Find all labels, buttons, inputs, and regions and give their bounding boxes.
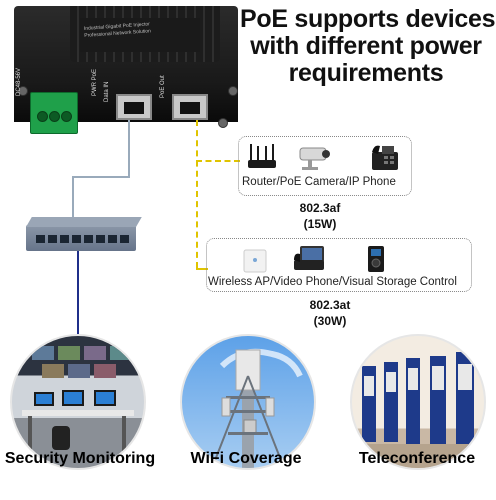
poe-out-port-socket xyxy=(180,102,200,114)
switch-port-3 xyxy=(60,235,69,243)
power-terminal-block[interactable] xyxy=(30,92,78,134)
video-phone-icon xyxy=(294,246,324,270)
security-monitoring-scene xyxy=(22,346,134,456)
switch-port-1 xyxy=(36,235,45,243)
group-2-standard-name: 802.3at xyxy=(309,298,351,312)
switch-port-5 xyxy=(84,235,93,243)
data-in-label: Data IN xyxy=(104,81,110,102)
wifi-coverage-caption: WiFi Coverage xyxy=(190,450,302,467)
poe-cable-vertical xyxy=(196,120,198,268)
headline-line-2: with different power xyxy=(250,32,482,60)
group-2-power: (30W) xyxy=(313,314,347,328)
wifi-coverage-photo xyxy=(180,334,316,470)
switch-port-6 xyxy=(96,235,105,243)
teleconference-photo xyxy=(350,334,486,470)
switch-top-face xyxy=(26,217,142,227)
pwr-poe-label: PWR PoE xyxy=(92,68,98,96)
data-in-port-socket xyxy=(124,102,144,114)
data-in-port[interactable] xyxy=(116,94,152,120)
terminal-screw-1 xyxy=(37,111,48,122)
wireless-ap-icon xyxy=(243,249,267,273)
headline: PoE supports devices with different powe… xyxy=(240,5,496,87)
group-802-3af-box xyxy=(238,136,412,196)
switch-port-2 xyxy=(48,235,57,243)
switch-port-7 xyxy=(108,235,117,243)
teleconference-caption: Teleconference xyxy=(358,450,476,467)
switch-to-security-cable xyxy=(77,251,79,341)
switch-port-8 xyxy=(120,235,129,243)
terminal-screw-3 xyxy=(61,111,72,122)
access-control-icon xyxy=(368,246,384,272)
group-1-standard-name: 802.3af xyxy=(299,201,341,215)
group-1-standard: 802.3af (15W) xyxy=(278,200,362,232)
headline-line-1: PoE supports devices xyxy=(240,5,496,33)
network-switch xyxy=(26,217,142,251)
mount-bolt-left xyxy=(18,86,28,96)
headline-line-3: requirements xyxy=(288,59,444,87)
wifi-coverage-scene xyxy=(211,348,303,468)
poe-out-port[interactable] xyxy=(172,94,208,120)
group-2-caption: Wireless AP/Video Phone/Visual Storage C… xyxy=(208,276,457,288)
ground-screw xyxy=(218,118,228,128)
dc-in-label: DC48-56V xyxy=(16,67,22,96)
data-in-cable-to-switch xyxy=(72,176,74,226)
group-2-standard: 802.3at (30W) xyxy=(288,297,372,329)
mount-bolt-right xyxy=(228,86,238,96)
poe-cable-to-group-2 xyxy=(196,268,208,270)
poe-out-label: PoE Out xyxy=(160,75,166,98)
router-icon xyxy=(248,144,276,168)
poe-cable-to-group-1 xyxy=(196,160,240,162)
teleconference-scene xyxy=(352,352,484,468)
poe-camera-icon xyxy=(299,147,330,170)
terminal-screw-2 xyxy=(49,111,60,122)
group-802-3at-box xyxy=(206,238,472,292)
data-in-cable-horizontal xyxy=(72,176,130,178)
switch-port-4 xyxy=(72,235,81,243)
group-1-power: (15W) xyxy=(303,217,337,231)
ip-phone-icon xyxy=(372,145,398,170)
device-label-plate xyxy=(80,18,200,52)
group-1-caption: Router/PoE Camera/IP Phone xyxy=(242,176,396,188)
security-monitoring-caption: Security Monitoring xyxy=(4,450,156,467)
security-monitoring-photo xyxy=(10,334,146,470)
data-in-cable-drop xyxy=(128,120,130,176)
